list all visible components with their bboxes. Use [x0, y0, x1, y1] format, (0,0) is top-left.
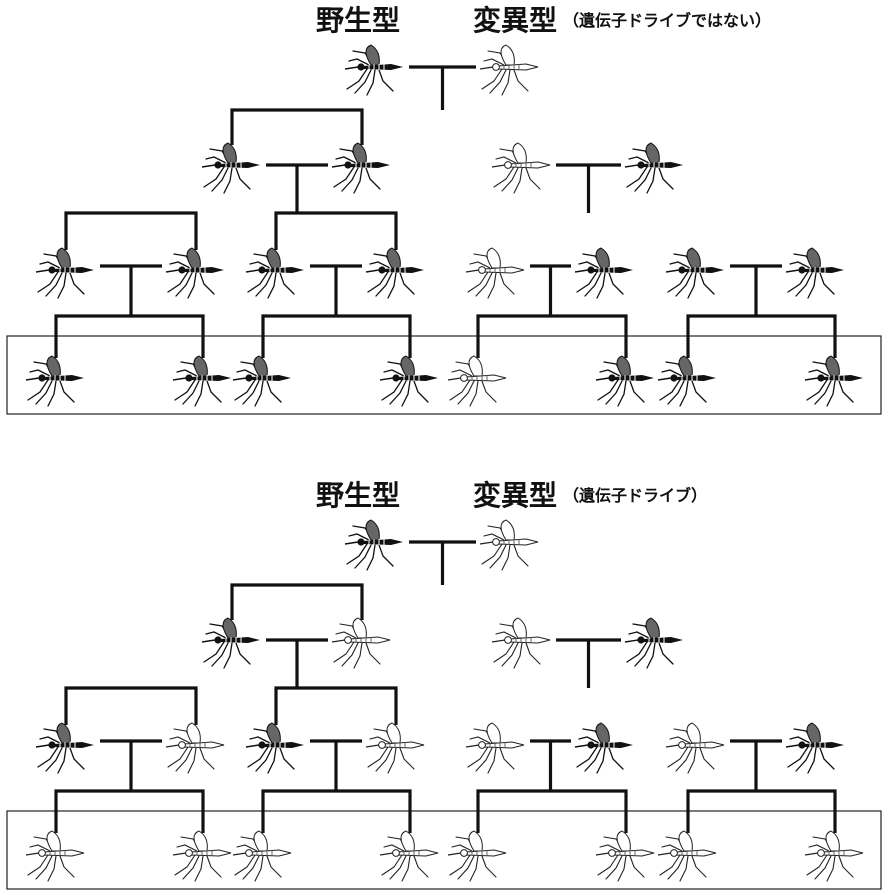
mosquito-dark-icon	[165, 247, 225, 299]
wild-type-label: 野生型	[316, 4, 400, 37]
mosquito-light-icon	[465, 247, 525, 299]
offspring-bracket	[686, 314, 837, 358]
mosquito-light-icon	[232, 830, 292, 882]
offspring-bracket	[54, 789, 205, 833]
offspring-bracket	[261, 789, 412, 833]
mosquito-light-icon	[379, 830, 439, 882]
mutant-note-label: （遺伝子ドライブ）	[563, 486, 707, 505]
offspring-bracket	[230, 583, 364, 620]
mosquito-dark-icon	[595, 355, 655, 407]
mosquito-dark-icon	[344, 44, 404, 96]
mosquito-light-icon	[25, 830, 85, 882]
mosquito-light-icon	[657, 830, 717, 882]
offspring-bracket	[64, 211, 198, 250]
mosquito-light-icon	[491, 617, 551, 669]
offspring-bracket	[476, 789, 628, 833]
offspring-box	[6, 810, 882, 890]
mosquito-dark-icon	[331, 142, 391, 194]
mosquito-dark-icon	[365, 247, 425, 299]
panel-1: 野生型 変異型 （遺伝子ドライブではない）	[6, 4, 882, 415]
mosquito-light-icon	[465, 722, 525, 774]
mosquito-dark-icon	[25, 355, 85, 407]
wild-type-label: 野生型	[316, 479, 400, 512]
mosquito-light-icon	[665, 722, 725, 774]
mosquito-light-icon	[479, 519, 539, 571]
mosquito-dark-icon	[785, 247, 845, 299]
mosquito-dark-icon	[245, 247, 305, 299]
mosquito-dark-icon	[172, 355, 232, 407]
mosquito-dark-icon	[201, 142, 261, 194]
mosquito-light-icon	[331, 617, 391, 669]
mosquito-light-icon	[595, 830, 655, 882]
mosquito-dark-icon	[785, 722, 845, 774]
mosquito-light-icon	[491, 142, 551, 194]
mosquito-dark-icon	[574, 722, 634, 774]
mutant-type-label: 変異型	[473, 4, 557, 37]
offspring-bracket	[274, 686, 398, 725]
mosquito-light-icon	[365, 722, 425, 774]
offspring-bracket	[274, 211, 398, 250]
panel-2: 野生型 変異型 （遺伝子ドライブ）	[6, 479, 882, 890]
mosquito-dark-icon	[232, 355, 292, 407]
mosquito-dark-icon	[657, 355, 717, 407]
mosquito-dark-icon	[35, 722, 95, 774]
mosquito-dark-icon	[344, 519, 404, 571]
offspring-bracket	[54, 314, 205, 358]
offspring-bracket	[476, 314, 628, 358]
offspring-bracket	[261, 314, 412, 358]
offspring-bracket	[64, 686, 198, 725]
mutant-note-label: （遺伝子ドライブではない）	[563, 11, 771, 30]
mosquito-dark-icon	[624, 142, 684, 194]
mosquito-dark-icon	[804, 355, 864, 407]
mosquito-light-icon	[165, 722, 225, 774]
mosquito-light-icon	[804, 830, 864, 882]
mosquito-dark-icon	[624, 617, 684, 669]
mosquito-dark-icon	[379, 355, 439, 407]
mosquito-light-icon	[172, 830, 232, 882]
mosquito-light-icon	[447, 355, 507, 407]
mosquito-light-icon	[479, 44, 539, 96]
mosquito-dark-icon	[35, 247, 95, 299]
mosquito-light-icon	[447, 830, 507, 882]
offspring-box	[6, 335, 882, 415]
mosquito-dark-icon	[201, 617, 261, 669]
mutant-type-label: 変異型	[473, 479, 557, 512]
mosquito-dark-icon	[665, 247, 725, 299]
mosquito-dark-icon	[574, 247, 634, 299]
mosquito-dark-icon	[245, 722, 305, 774]
offspring-bracket	[230, 108, 364, 145]
offspring-bracket	[686, 789, 837, 833]
